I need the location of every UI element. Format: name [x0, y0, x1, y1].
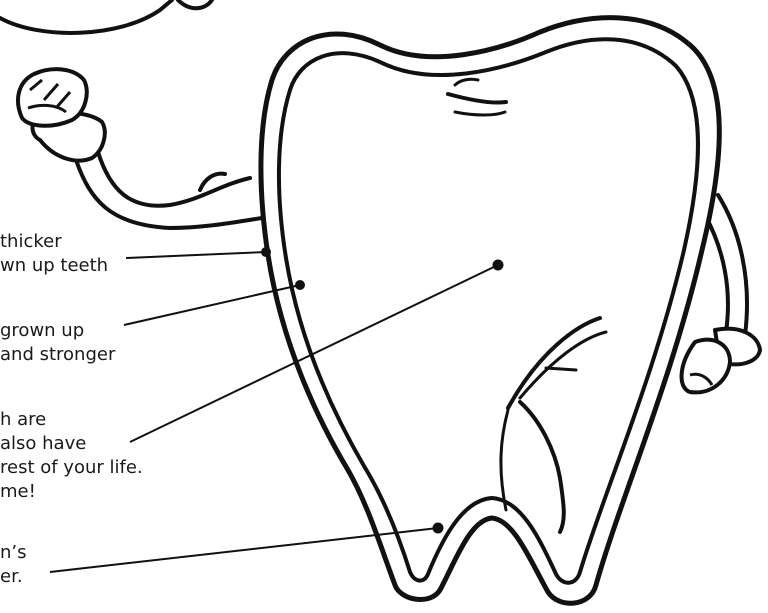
callout-label-3-line-4: me!: [0, 480, 143, 504]
callout-label-1-line-1: thicker: [0, 230, 108, 254]
tooth-character-illustration: [261, 18, 719, 604]
callout-label-2: grown up and stronger: [0, 319, 115, 367]
callout-label-3-line-1: h are: [0, 408, 143, 432]
callout-label-3-line-2: also have: [0, 432, 143, 456]
callout-label-1: thicker wn up teeth: [0, 230, 108, 278]
callout-label-3: h are also have rest of your life. me!: [0, 408, 143, 504]
fist-icon: [18, 69, 105, 160]
callout-label-2-line-1: grown up: [0, 319, 115, 343]
callout-label-1-line-2: wn up teeth: [0, 254, 108, 278]
callout-label-4-line-1: n’s: [0, 541, 27, 565]
speech-bubble-fragment: [0, 0, 212, 33]
callout-label-4-line-2: er.: [0, 565, 27, 589]
arm-left: [76, 152, 262, 228]
callout-label-2-line-2: and stronger: [0, 343, 115, 367]
callout-label-4: n’s er.: [0, 541, 27, 589]
tooth-outer-outline: [261, 18, 719, 604]
callout-label-3-line-3: rest of your life.: [0, 456, 143, 480]
hand-on-hip-icon: [682, 329, 760, 393]
